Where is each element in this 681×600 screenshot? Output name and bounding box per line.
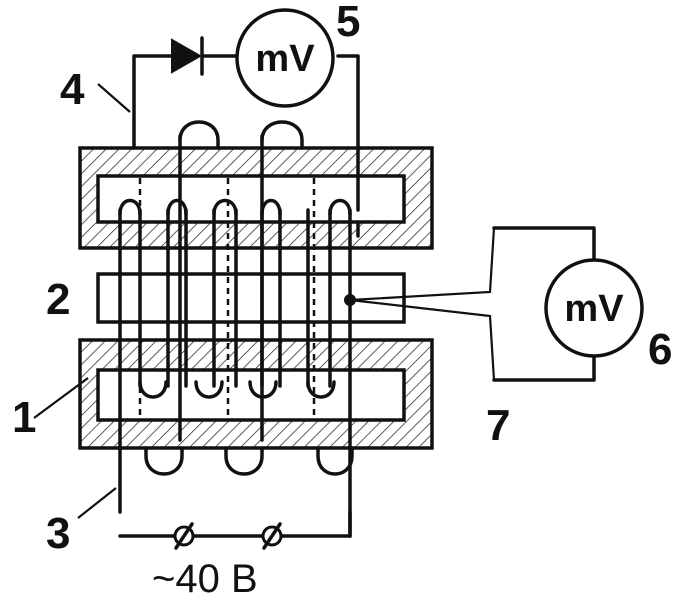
label-1: 1 [12,393,36,442]
supply-terminal-right [261,522,283,550]
label-4: 4 [60,65,85,114]
supply-voltage-label: ~40 В [152,557,258,600]
label-6: 6 [648,325,672,374]
callout-leaders [33,83,131,519]
label-7: 7 [486,401,510,450]
winding-3 [118,120,354,538]
supply-terminal-left [173,522,195,550]
label-2: 2 [46,275,70,324]
meter-6-label: mV [564,288,624,330]
thermocouple-7 [344,226,596,382]
upper-core [78,146,434,250]
measuring-circuit-4 [132,54,360,238]
meter-5-label: mV [255,38,315,80]
diode-icon [171,36,204,76]
millivoltmeter-6: mV [544,258,644,358]
label-5: 5 [336,0,360,46]
millivoltmeter-5: mV [235,8,335,108]
sample-2 [96,272,406,324]
label-3: 3 [46,509,70,558]
